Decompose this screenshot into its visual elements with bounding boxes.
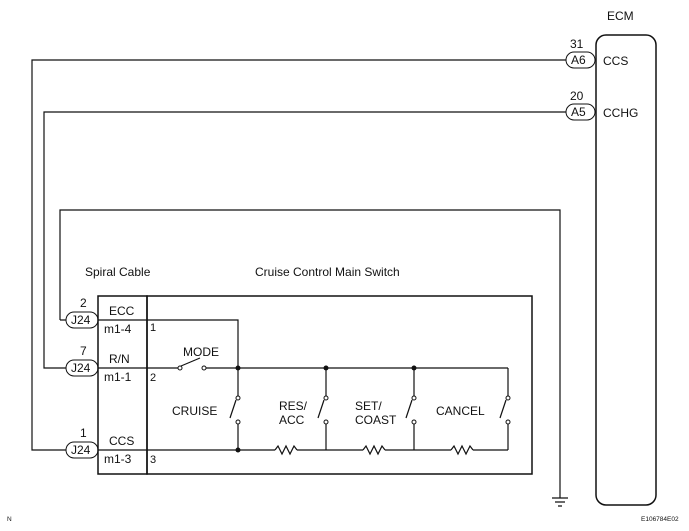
ecm-pin-31-number: 31 xyxy=(570,37,584,51)
spiral-cable-title: Spiral Cable xyxy=(85,265,151,279)
spiral-signal-ecc: ECC xyxy=(109,304,135,318)
spiral-terminal-m1-1: m1-1 xyxy=(104,370,132,384)
ground-symbol xyxy=(552,497,568,507)
spiral-terminal-m1-4: m1-4 xyxy=(104,322,132,336)
switch-terminal-1: 1 xyxy=(150,322,156,334)
res-label-line2: ACC xyxy=(279,413,305,427)
spiral-cable-box: ECC m1-4 R/N m1-1 CCS m1-3 xyxy=(97,295,148,475)
wire-cchg xyxy=(43,111,566,369)
spiral-signal-ccs: CCS xyxy=(109,434,134,448)
res-label-line1: RES/ xyxy=(279,399,308,413)
connector-j24-ecc-label: J24 xyxy=(71,313,91,327)
footer-left: N xyxy=(7,516,12,523)
switch-terminal-2: 2 xyxy=(150,372,156,384)
ecm-wires xyxy=(31,59,568,507)
set-label-line2: COAST xyxy=(355,413,397,427)
ecm-pin-ccs-label: CCS xyxy=(603,54,628,68)
ecm-pin-20-number: 20 xyxy=(570,89,584,103)
spiral-cable-connectors: 2 J24 7 J24 1 J24 xyxy=(65,296,99,459)
ecm-title: ECM xyxy=(607,9,634,23)
connector-j24-ccs-label: J24 xyxy=(71,443,91,457)
ecm-block: ECM CCS CCHG 31 A6 20 A5 xyxy=(565,9,657,506)
spiral-terminal-m1-3: m1-3 xyxy=(104,452,132,466)
spiral-pin-2-number: 2 xyxy=(80,296,87,310)
wire-ground xyxy=(59,209,561,498)
connector-j24-rn-label: J24 xyxy=(71,361,91,375)
switch-terminal-3: 3 xyxy=(150,454,156,466)
ecm-box xyxy=(595,34,657,506)
ecm-pin-cchg-label: CCHG xyxy=(603,106,638,120)
wire-ccs xyxy=(31,59,566,451)
spiral-signal-rn: R/N xyxy=(109,352,130,366)
spiral-pin-1-number: 1 xyxy=(80,426,87,440)
connector-a5-label: A5 xyxy=(571,105,586,119)
cruise-label: CRUISE xyxy=(172,404,217,418)
connector-a6-label: A6 xyxy=(571,53,586,67)
main-switch-title: Cruise Control Main Switch xyxy=(255,265,400,279)
mode-label: MODE xyxy=(183,345,219,359)
footer-right: E106784E02 xyxy=(641,516,679,523)
cancel-label: CANCEL xyxy=(436,404,485,418)
spiral-pin-7-number: 7 xyxy=(80,344,87,358)
main-switch-box: 1 2 3 MODE xyxy=(146,295,533,475)
set-label-line1: SET/ xyxy=(355,399,382,413)
